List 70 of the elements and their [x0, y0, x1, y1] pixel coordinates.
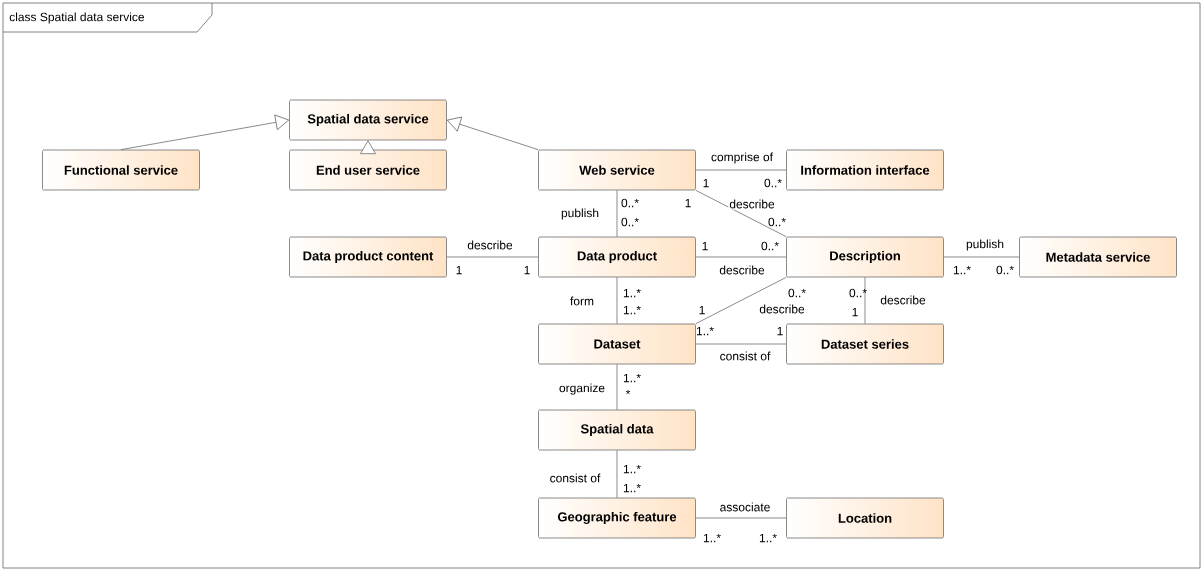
multiplicity-label: 1..* [623, 373, 641, 383]
multiplicity-label: 0..* [621, 198, 639, 208]
generalization-arrow [360, 140, 376, 155]
association-line [446, 256, 539, 258]
association-line [695, 256, 787, 258]
multiplicity-label: 1..* [623, 305, 641, 315]
class-box: Description [786, 236, 944, 278]
association-line [616, 364, 618, 410]
association-line [695, 517, 787, 519]
association-line [695, 277, 787, 324]
generalization-arrow [446, 116, 539, 150]
class-box: End user service [289, 149, 447, 191]
edge-label: organize [558, 382, 606, 396]
edge-label: describe [758, 303, 806, 315]
multiplicity-label: 1 [703, 178, 709, 188]
multiplicity-label: 0..* [761, 241, 779, 251]
edge-label: comprise of [710, 151, 774, 165]
class-box: Web service [538, 149, 696, 191]
edge-label: associate [718, 501, 772, 513]
multiplicity-label: * [625, 389, 631, 395]
edge-label: describe [466, 239, 514, 251]
multiplicity-label: 0..* [788, 288, 806, 298]
association-line [864, 277, 866, 324]
class-box: Data product [538, 236, 696, 278]
class-box: Dataset series [786, 323, 944, 365]
edge-label: consist of [548, 472, 602, 484]
multiplicity-label: 0..* [621, 217, 639, 227]
class-box: Dataset [538, 323, 696, 365]
class-box: Spatial data [538, 409, 696, 451]
multiplicity-label: 1 [702, 241, 708, 251]
class-box: Location [786, 497, 944, 539]
multiplicity-label: 1 [777, 326, 783, 336]
edge-label: publish [965, 238, 1005, 252]
frame-tab: class Spatial data service [2, 2, 213, 33]
multiplicity-label: 1..* [759, 533, 777, 543]
association-line [695, 169, 787, 171]
class-box: Information interface [786, 149, 944, 191]
class-box: Metadata service [1019, 236, 1177, 278]
multiplicity-label: 0..* [768, 217, 786, 227]
multiplicity-label: 1..* [696, 326, 714, 336]
association-line [943, 256, 1020, 258]
edge-label: describe [728, 198, 776, 210]
association-line [695, 343, 787, 345]
class-box: Functional service [42, 149, 200, 191]
association-line [616, 450, 618, 498]
multiplicity-label: 1..* [623, 288, 641, 298]
multiplicity-label: 1..* [623, 464, 641, 474]
edge-label: consist of [718, 350, 772, 362]
class-box: Geographic feature [538, 497, 696, 539]
multiplicity-label: 1 [699, 305, 705, 315]
association-line [616, 190, 618, 237]
class-box: Data product content [289, 236, 447, 278]
class-box: Spatial data service [289, 99, 447, 141]
multiplicity-label: 1..* [953, 265, 971, 275]
multiplicity-label: 1 [685, 198, 691, 208]
edge-label: describe [879, 294, 927, 306]
multiplicity-label: 1 [524, 265, 530, 275]
multiplicity-label: 1..* [623, 483, 641, 493]
generalization-arrow [120, 114, 290, 150]
multiplicity-label: 1..* [703, 533, 721, 543]
edge-label: form [569, 295, 595, 307]
multiplicity-label: 1 [852, 307, 858, 317]
multiplicity-label: 1 [456, 265, 462, 275]
association-line [616, 277, 618, 324]
multiplicity-label: 0..* [996, 265, 1014, 275]
association-line [695, 190, 787, 237]
multiplicity-label: 0..* [764, 178, 782, 188]
multiplicity-label: 0..* [849, 288, 867, 298]
edge-label: publish [560, 207, 600, 221]
edge-label: describe [718, 264, 766, 276]
